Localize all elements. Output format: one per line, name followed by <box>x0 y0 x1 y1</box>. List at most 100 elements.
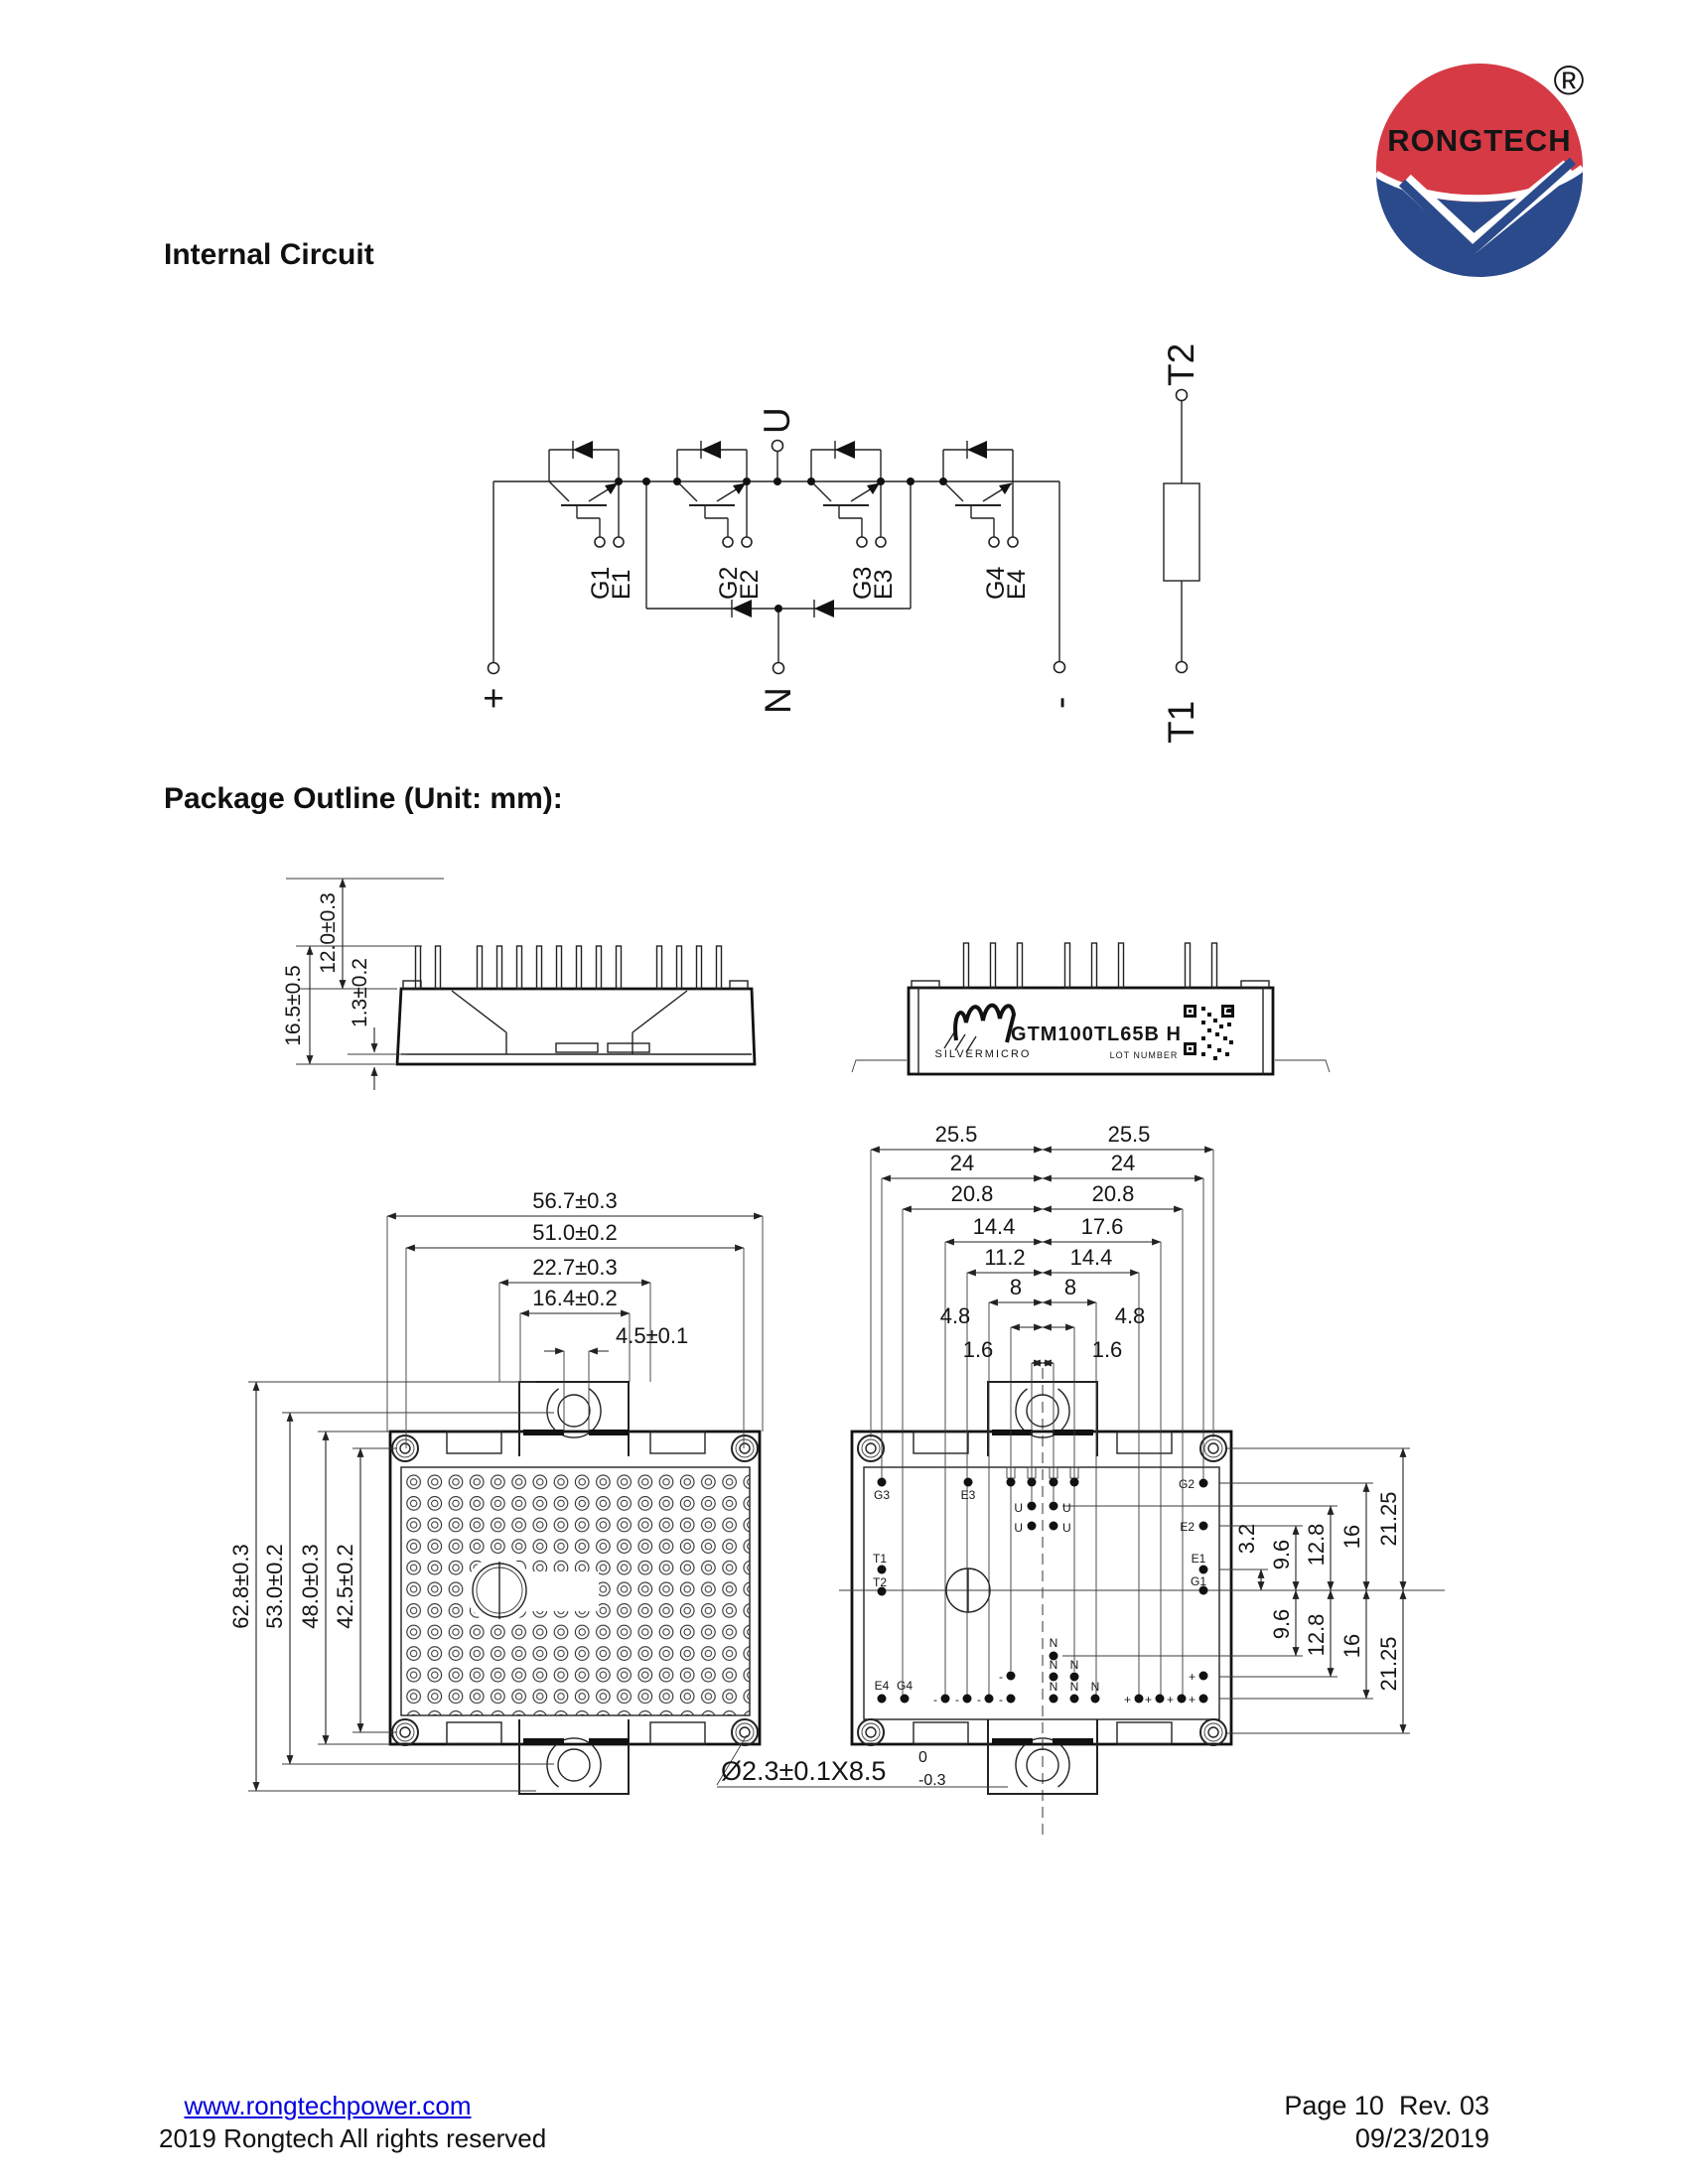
package-outline-drawing: .sdm{stroke:#222;stroke-width:1.1;fill:n… <box>228 878 1445 1835</box>
footer-left: www.rongtechpower.com 2019 Rongtech All … <box>159 2091 547 2154</box>
emitter-label: E1 <box>608 569 635 600</box>
top-clamp-left-view <box>446 1381 706 1456</box>
emitter-label: E3 <box>870 569 898 600</box>
igbt-3: G3 E3 <box>810 441 898 600</box>
dim-label: 3.2 <box>1234 1524 1259 1555</box>
pin-label-n: N <box>1050 1680 1058 1694</box>
pin-label-u: U <box>1014 1501 1023 1515</box>
pin-label-plus: + <box>1167 1693 1174 1706</box>
front-view-right: 25.5 25.5 24 24 20.8 20.8 14.4 17.6 11.2… <box>839 1122 1445 1835</box>
website-link[interactable]: www.rongtechpower.com <box>184 2091 472 2120</box>
pin-label-e3: E3 <box>961 1488 976 1502</box>
dim-label: 17.6 <box>1081 1214 1124 1239</box>
pin-label-u: U <box>1014 1521 1023 1535</box>
bottom-clamp-right-view <box>913 1719 1173 1795</box>
side-right-pins <box>962 942 1218 989</box>
dim-label: 1.6 <box>963 1337 994 1362</box>
top-clamp-right-view <box>913 1381 1173 1456</box>
dim-label: 11.2 <box>984 1245 1025 1270</box>
hole-note-lower-tolerance: -0.3 <box>918 1772 946 1789</box>
pin-label-u: U <box>1062 1521 1071 1535</box>
section-title-package-outline: Package Outline (Unit: mm): <box>164 782 563 815</box>
pin-label-e4: E4 <box>875 1679 890 1693</box>
dim-label: 8 <box>1064 1275 1076 1299</box>
pin-label-minus: - <box>955 1693 959 1706</box>
terminals: + - U N <box>483 407 1080 719</box>
igbt-2: G2 E2 <box>676 441 764 600</box>
gate-label: G2 <box>715 567 743 600</box>
dim-label: 9.6 <box>1269 1540 1294 1570</box>
dim-label: 24 <box>1111 1151 1135 1175</box>
dim-label: 12.8 <box>1304 1614 1329 1657</box>
registered-mark: ® <box>1554 57 1585 103</box>
n-terminal-label: N <box>758 687 798 714</box>
hole-callout: Ø2.3±0.1X8.5 0 -0.3 <box>716 1734 1008 1789</box>
dim-label: 14.4 <box>1070 1245 1113 1270</box>
dim-label: 62.8±0.3 <box>228 1544 253 1628</box>
pin-label-g3: G3 <box>874 1488 890 1502</box>
t1-label: T1 <box>1161 701 1201 744</box>
minus-terminal-label: - <box>1040 697 1080 709</box>
pin-label-plus: + <box>1189 1670 1196 1684</box>
dim-label: 21.25 <box>1376 1491 1401 1546</box>
dim-label: 4.5±0.1 <box>616 1323 688 1348</box>
dim-label: 16.4±0.2 <box>532 1286 617 1310</box>
revision-date: 09/23/2019 <box>1354 2123 1489 2153</box>
hole-note-upper-tolerance: 0 <box>918 1749 927 1766</box>
footer-right: Page 10 Rev. 03 09/23/2019 <box>1192 2091 1489 2154</box>
u-terminal-label: U <box>757 407 797 434</box>
pin-label-e1: E1 <box>1192 1552 1206 1566</box>
dim-label: 8 <box>1010 1275 1022 1299</box>
logo-brand-text: RONGTECH <box>1387 123 1571 158</box>
dim-label: 20.8 <box>951 1181 994 1206</box>
front-right-top-dims: 25.5 25.5 24 24 20.8 20.8 14.4 17.6 11.2… <box>870 1122 1214 1367</box>
gate-label: G4 <box>982 567 1010 600</box>
thermistor: T2 T1 <box>1161 343 1201 744</box>
pin-label-u: U <box>1062 1501 1071 1515</box>
dim-label: 48.0±0.3 <box>298 1544 323 1628</box>
igbt-4: G4 E4 <box>942 441 1031 600</box>
pin-label-e2: E2 <box>1180 1520 1195 1534</box>
logo-blue-v <box>1398 157 1576 257</box>
pin-label-n: N <box>1070 1680 1079 1694</box>
pin-label-plus: + <box>1189 1693 1196 1706</box>
bottom-clamp-left-view <box>446 1719 706 1795</box>
section-title-internal-circuit: Internal Circuit <box>164 238 374 271</box>
side-view-right: SILVERMICRO GTM100TL65B H LOT NUMBER <box>851 942 1331 1076</box>
pin-label-g1: G1 <box>1191 1574 1206 1588</box>
pin-label-g4: G4 <box>897 1679 913 1693</box>
pin-label-g2: G2 <box>1179 1477 1195 1491</box>
pin-label-t1: T1 <box>873 1552 887 1566</box>
qr-code <box>1184 1005 1234 1060</box>
igbt-1: G1 E1 <box>548 441 635 600</box>
pin-label-t2: T2 <box>873 1575 887 1589</box>
dim-label: 14.4 <box>973 1214 1016 1239</box>
dim-label: 4.8 <box>940 1303 971 1328</box>
dim-label: 1.6 <box>1092 1337 1123 1362</box>
pin-label-minus: - <box>999 1670 1003 1684</box>
dim-label: 21.25 <box>1376 1636 1401 1691</box>
page-revision: Page 10 Rev. 03 <box>1284 2091 1489 2120</box>
emitter-label: E2 <box>736 569 764 600</box>
dim-label: 4.8 <box>1115 1303 1146 1328</box>
dim-label: 56.7±0.3 <box>532 1188 617 1213</box>
silvermicro-logo <box>943 1003 1017 1053</box>
side-left-pins <box>414 945 723 990</box>
pin-label-n: N <box>1091 1680 1100 1694</box>
dim-label: 51.0±0.2 <box>532 1220 617 1245</box>
part-number: GTM100TL65B H <box>1011 1024 1182 1045</box>
pin-label-minus: - <box>977 1693 981 1706</box>
front-right-pins: G3 E3 U U U U G2 E2 E1 G1 T1 T2 E4 G4 <box>873 1466 1208 1706</box>
pin-label-n: N <box>1050 1636 1058 1650</box>
dim-label: 16.5±0.5 <box>282 965 305 1046</box>
dim-label: 12.8 <box>1304 1524 1329 1567</box>
dim-label: 20.8 <box>1092 1181 1135 1206</box>
lot-number-text: LOT NUMBER <box>1110 1050 1179 1060</box>
dim-label: 42.5±0.2 <box>333 1544 357 1628</box>
plus-terminal-label: + <box>483 678 504 719</box>
copyright-text: 2019 Rongtech All rights reserved <box>159 2123 547 2153</box>
dim-label: 9.6 <box>1269 1609 1294 1640</box>
gate-label: G1 <box>587 567 615 600</box>
dim-label: 22.7±0.3 <box>532 1255 617 1280</box>
